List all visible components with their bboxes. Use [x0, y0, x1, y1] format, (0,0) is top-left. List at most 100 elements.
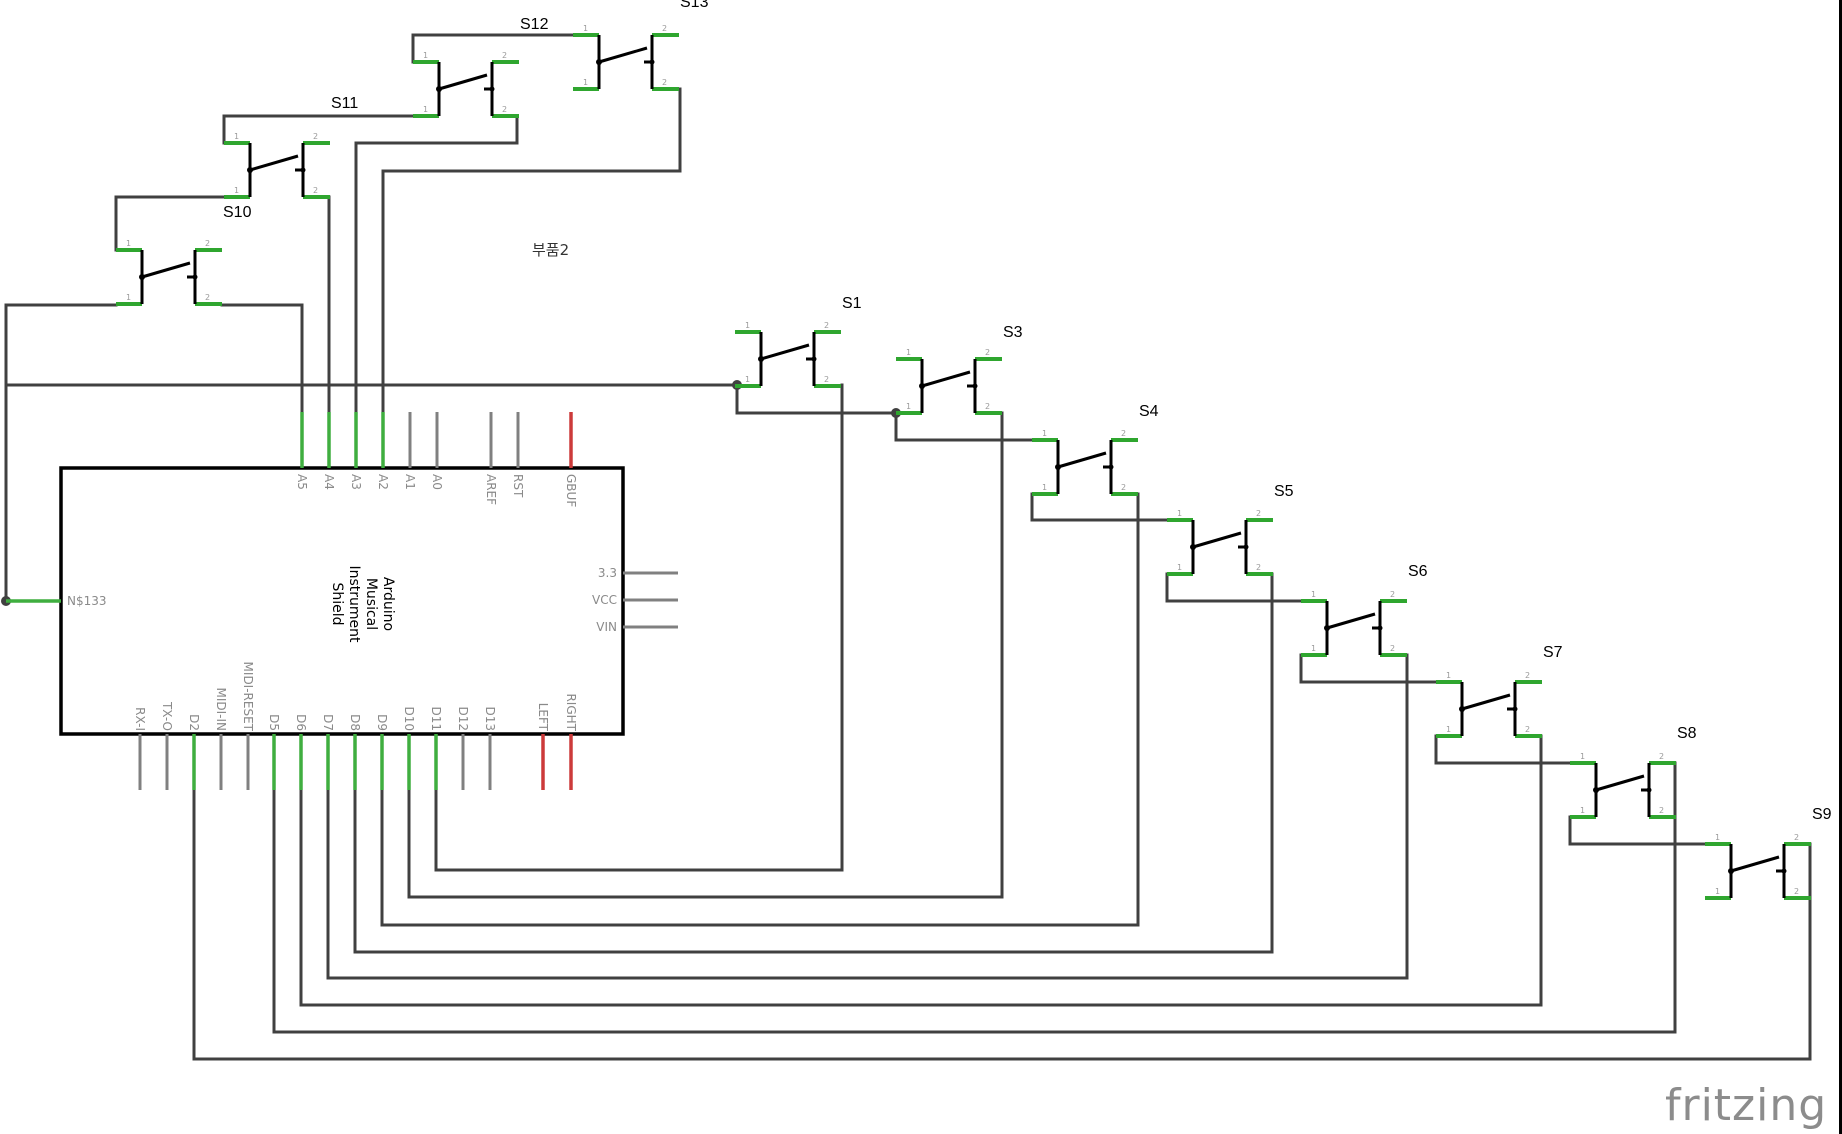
pin-label: D11	[429, 706, 443, 731]
switch-pin-number: 2	[824, 321, 829, 330]
wire[interactable]	[381, 87, 682, 414]
switch-pin-number: 2	[985, 402, 990, 411]
pin-d6[interactable]: D6	[294, 714, 308, 790]
switch-pin-number: 2	[1256, 563, 1261, 572]
pin-d10[interactable]: D10	[402, 706, 416, 790]
shield-left-pin[interactable]: N$133	[6, 594, 107, 608]
pin-vcc[interactable]: VCC	[592, 593, 678, 607]
pin-d5[interactable]: D5	[267, 714, 281, 790]
wire[interactable]	[1165, 572, 1303, 603]
wire[interactable]	[411, 33, 575, 64]
wire[interactable]	[272, 761, 1677, 1034]
pin-a4[interactable]: A4	[322, 412, 336, 490]
wire[interactable]	[192, 788, 1812, 1061]
pin-midi-in[interactable]: MIDI-IN	[214, 687, 228, 790]
pin-rst[interactable]: RST	[511, 412, 525, 498]
pin-d9[interactable]: D9	[375, 714, 389, 790]
wire[interactable]	[220, 303, 304, 414]
wire[interactable]	[735, 383, 898, 415]
wire[interactable]	[222, 114, 415, 145]
wire[interactable]	[434, 383, 844, 872]
pin-label: A0	[430, 474, 444, 490]
switch-pin-number: 2	[1794, 833, 1799, 842]
wire[interactable]	[894, 411, 1034, 442]
wire[interactable]	[1030, 492, 1169, 522]
pin-label: A2	[376, 474, 390, 490]
wire[interactable]	[407, 411, 1004, 899]
switch-label: S7	[1543, 644, 1563, 661]
wire[interactable]	[1299, 653, 1438, 684]
pin-label: TX-O	[160, 701, 174, 731]
switch-pin-number: 1	[1715, 887, 1720, 896]
pin-gbuf[interactable]: GBUF	[564, 412, 578, 507]
switch-pin-number: 1	[1042, 429, 1047, 438]
pin-label: D8	[348, 714, 362, 731]
wire[interactable]	[354, 114, 519, 414]
switch-label: S11	[331, 95, 358, 112]
pin-d11[interactable]: D11	[429, 706, 443, 790]
pin-d13[interactable]: D13	[483, 706, 497, 790]
pin-a1[interactable]: A1	[403, 412, 417, 490]
switch-pin-number: 1	[583, 24, 588, 33]
switch-label: S12	[520, 16, 549, 33]
switch-label: S5	[1274, 483, 1294, 500]
wire[interactable]	[326, 653, 1409, 980]
shield-body[interactable]	[59, 466, 625, 736]
pin-label: LEFT	[536, 703, 550, 732]
pin-label: A3	[349, 474, 363, 490]
pin-rx-i[interactable]: RX-I	[133, 707, 147, 790]
pin-midi-reset[interactable]: MIDI-RESET	[241, 662, 255, 790]
switch-label: S6	[1408, 563, 1428, 580]
switch-pin-number: 2	[1390, 590, 1395, 599]
pin-label: MIDI-IN	[214, 687, 228, 731]
wire[interactable]	[114, 195, 226, 252]
switch-pin-number: 1	[1311, 590, 1316, 599]
switch-pin-number: 1	[1177, 509, 1182, 518]
pin-vin[interactable]: VIN	[596, 620, 678, 634]
pin-d8[interactable]: D8	[348, 714, 362, 790]
pin-label: D6	[294, 714, 308, 731]
wire[interactable]	[299, 734, 1543, 1007]
switch-pin-number: 1	[745, 321, 750, 330]
switch-pin-number: 2	[1525, 671, 1530, 680]
pin-a5[interactable]: A5	[295, 412, 309, 490]
pin-3-3[interactable]: 3.3	[598, 566, 678, 580]
pin-label: D2	[187, 714, 201, 731]
shield-title-line-1: Arduino	[380, 577, 396, 631]
pin-a2[interactable]: A2	[376, 412, 390, 490]
pin-right[interactable]: RIGHT	[564, 693, 578, 790]
switch-pin-number: 2	[1525, 725, 1530, 734]
pin-d7[interactable]: D7	[321, 714, 335, 790]
switch-pin-number: 2	[662, 24, 667, 33]
wire[interactable]	[353, 572, 1274, 954]
wire[interactable]	[380, 492, 1140, 927]
pin-label: A4	[322, 474, 336, 490]
switch-pin-number: 2	[502, 51, 507, 60]
switch-pin-number: 1	[906, 402, 911, 411]
pin-d2[interactable]: D2	[187, 714, 201, 790]
pin-aref[interactable]: AREF	[484, 412, 498, 505]
wire[interactable]	[1568, 815, 1707, 846]
pin-label: 3.3	[598, 566, 617, 580]
pin-a3[interactable]: A3	[349, 412, 363, 490]
pin-left[interactable]: LEFT	[536, 703, 550, 790]
pin-tx-o[interactable]: TX-O	[160, 701, 174, 790]
pin-d12[interactable]: D12	[456, 706, 470, 790]
wire[interactable]	[1434, 734, 1572, 765]
switch-pin-number: 2	[662, 78, 667, 87]
pin-a0[interactable]: A0	[430, 412, 444, 490]
